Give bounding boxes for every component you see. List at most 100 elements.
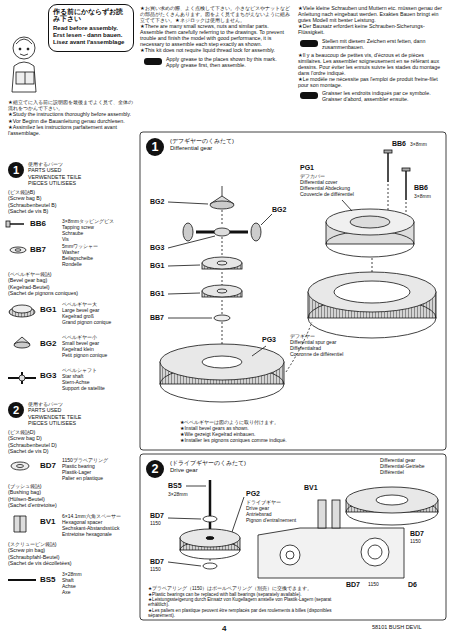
label-text: 1150	[150, 567, 161, 573]
label-text: Rondelle	[62, 262, 134, 268]
part-code: PG2	[246, 490, 260, 498]
label-text: (ビス袋詰D)	[8, 430, 118, 436]
label-text: (Sachet d'entretoise)	[8, 503, 118, 509]
part-code: BG2	[272, 206, 286, 214]
part-code: BD7	[150, 558, 164, 566]
label-text: ★プラベアリング（1150）はボールベアリング（別売）に交換できます。	[148, 586, 338, 591]
label-text: ★Vor Beginn die Bauanleitung genau durch…	[8, 119, 134, 125]
label-text: Différentiel	[380, 470, 444, 476]
label-text: ベベルギヤー大	[62, 302, 134, 308]
label-text: ★There are many small screws, nuts and s…	[140, 24, 292, 48]
label-text: Differentialrad	[290, 346, 374, 352]
label-text: ★Der Bausatz erfordert keine Schrauben-S…	[298, 24, 446, 36]
label-text: ベベルギヤー小	[62, 335, 134, 341]
label-text: PIECES UTILISEES	[28, 421, 128, 427]
label-text: ★Plastic bearings can be replaced with b…	[148, 592, 338, 597]
part-code: BS5	[40, 576, 56, 585]
label-text: Star shaft	[62, 374, 134, 380]
notice-text: Read before assembly. Erst lesen - dann …	[53, 25, 129, 46]
label-text: Vis	[62, 237, 134, 243]
step-number: 2	[8, 402, 24, 418]
part-code: PG3	[262, 336, 276, 344]
label-text: (Sachet de vis D)	[8, 449, 118, 455]
label-text: ★Assimilez les instructions parfaitement…	[8, 125, 134, 137]
label-text: Achse	[62, 584, 134, 590]
step-number-text: 1	[151, 140, 158, 154]
label-text: VERWENDETE TEILE	[28, 415, 128, 421]
label-text: ★Study the instructions thoroughly befor…	[8, 112, 134, 118]
grease-mark	[144, 58, 162, 65]
label-text: Large bevel gear	[62, 308, 134, 314]
label-text: (Schraubenbeutel B)	[8, 203, 118, 209]
part-code: BG1	[150, 262, 164, 270]
label-text: Small bevel gear	[62, 341, 134, 347]
label-text: Apply grease to the places shown by this…	[166, 57, 292, 63]
part-code: BD7	[410, 530, 424, 538]
label-text: (Sachet de vis décolletées)	[8, 561, 128, 567]
step-number-text: 2	[13, 404, 19, 416]
label-text: PARTS USED	[28, 408, 128, 414]
label-text: ★組立てに入る前に説明図を最後までよく見て、全体の流れをつかんで下さい。	[8, 100, 134, 112]
label-text: Beilagscheibe	[62, 256, 134, 262]
label-text: Support de satellite	[62, 386, 134, 392]
label-text: デフカバー	[300, 174, 382, 180]
label-text: Grand pignon conique	[62, 320, 134, 326]
part-code: BG3	[40, 372, 56, 381]
label-text: (ドライブギヤーのくみたて)	[170, 460, 360, 467]
part-code: BG1	[40, 306, 56, 315]
label-text: ★Wie gezeigt Kegelrad einbauen.	[180, 432, 400, 438]
label-text: デフギヤー	[290, 334, 374, 340]
label-text: Kegelrad groß	[62, 314, 134, 320]
label-text: ★Viele kleine Schrauben und Muttern etc.…	[298, 6, 446, 24]
label-text: Differential cover	[300, 180, 382, 186]
label-text: ★Les paliers en plastique peuvent être r…	[148, 608, 338, 618]
part-code: BG1	[150, 290, 164, 298]
label-text: ★Installer les pignons coniques comme in…	[180, 438, 400, 444]
label-text: (スクリューピン袋詰)	[8, 542, 128, 548]
part-code: PG1	[300, 164, 314, 172]
label-text: Differential gear	[170, 145, 370, 152]
part-code: BV1	[40, 518, 56, 527]
step-number-text: 1	[13, 164, 19, 176]
label-text: Drive gear	[170, 467, 360, 474]
label-text: (Screw bag D)	[8, 436, 118, 442]
part-code: BG3	[150, 244, 164, 252]
part-code: BD7	[346, 581, 360, 589]
label-text: Stern-Achse	[62, 380, 134, 386]
label-text: Palier en plastique	[62, 476, 134, 482]
label-text: 1150	[410, 539, 421, 545]
part-code: BG2	[40, 340, 56, 349]
label-text: 1150	[368, 582, 379, 588]
label-text: Petit pignon conique	[62, 353, 134, 359]
label-text: ★Il y a beaucoup de petites vis, d'écrou…	[298, 53, 446, 77]
part-code: BS5	[168, 482, 182, 490]
label-text: (Sachet de pignons coniques)	[8, 291, 128, 297]
grease-mark	[300, 40, 318, 47]
label-text: Plastic bearing	[62, 464, 134, 470]
label-text: 1150プラベアリング	[62, 458, 134, 464]
label-text: Washer	[62, 250, 134, 256]
part-code: BB6	[30, 220, 46, 229]
notice-heading: 作る前にかならずお読み下さい	[53, 8, 129, 23]
label-text: 5mmワッシャー	[62, 244, 134, 250]
label-text: (Kegelrad-Beutel)	[8, 285, 128, 291]
label-text: Differential gear	[380, 458, 444, 464]
label-text: Differential Abdeckung	[300, 186, 382, 192]
label-text: (ビス袋詰B)	[8, 190, 118, 196]
label-text: Drive gear	[246, 506, 318, 512]
label-text: (デフギヤーのくみたて)	[170, 138, 370, 145]
label-text: Tapping screw	[62, 225, 134, 231]
label-text: PIECES UTILISEES	[28, 181, 128, 187]
part-code: BV1	[304, 484, 318, 492]
label-text: Couvercle de différentiel	[300, 192, 382, 198]
label-text: (Screw bag B)	[8, 196, 118, 202]
part-code: BD7	[150, 512, 164, 520]
label-text: (Bushing bag)	[8, 490, 118, 496]
label-text: ★Leistungssteigerung durch Einsatz von K…	[148, 597, 338, 607]
grease-mark	[300, 92, 318, 99]
label-text: ★ベベルギヤーは図のように取り付けます。	[180, 420, 400, 426]
label-text: (Screw pin bag)	[8, 548, 128, 554]
step-number: 1	[8, 162, 24, 178]
label-text: Pignon d'entraînement	[246, 518, 318, 524]
